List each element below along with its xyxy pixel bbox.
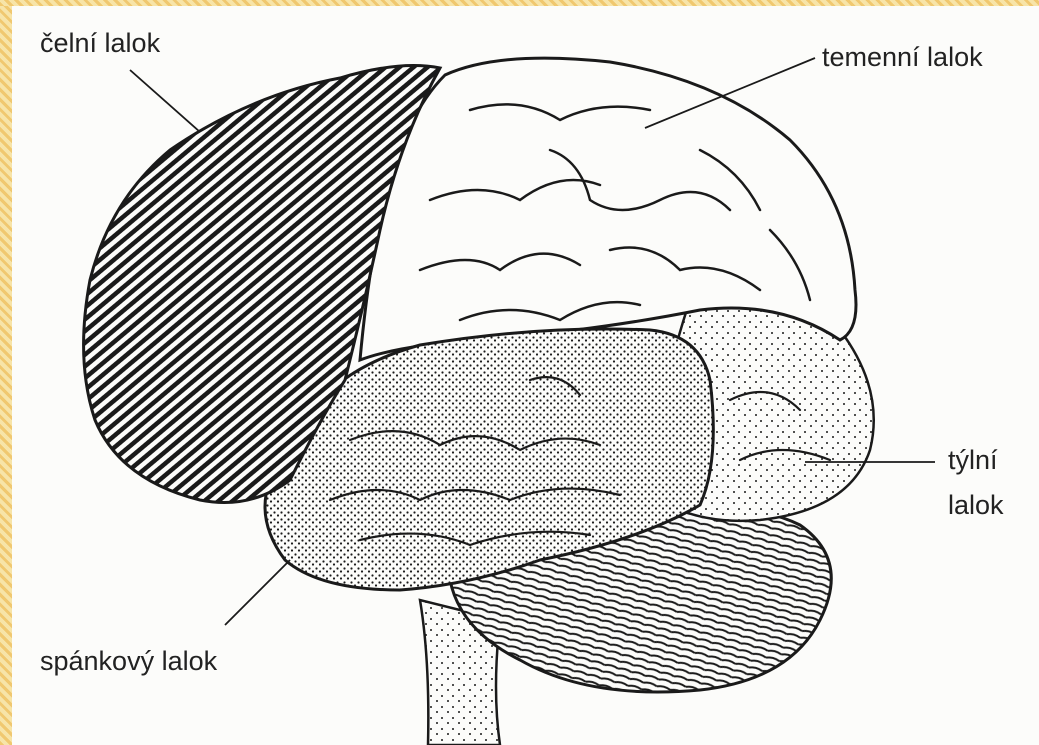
leader-temporal <box>225 560 290 625</box>
label-occipital-lobe-line2: lalok <box>948 490 1004 520</box>
label-parietal-lobe: temenní lalok <box>822 42 983 72</box>
label-occipital-lobe-line1: týlní <box>948 445 998 475</box>
label-temporal-lobe: spánkový lalok <box>40 646 217 676</box>
leader-frontal <box>130 70 200 132</box>
label-frontal-lobe: čelní lalok <box>40 28 160 58</box>
